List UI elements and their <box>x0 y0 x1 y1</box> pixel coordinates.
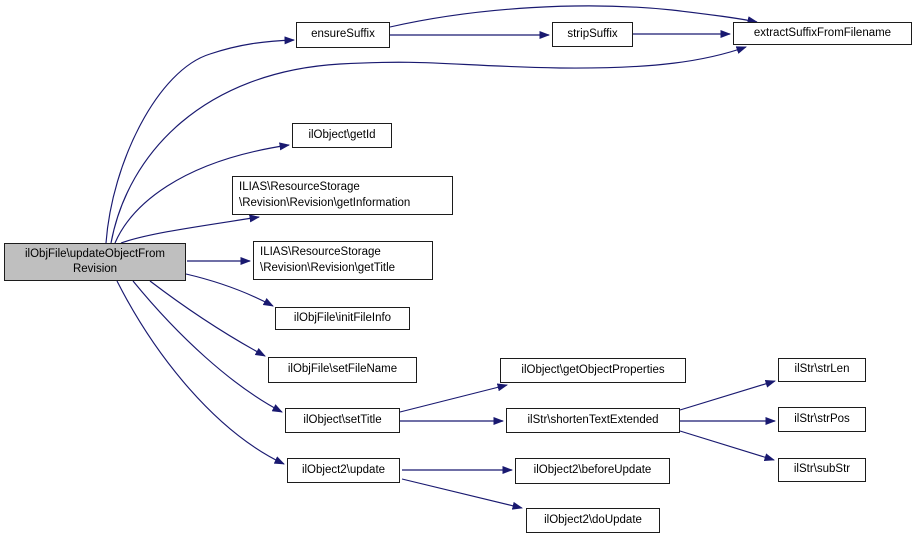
edge-update-object-from-revision-to-update <box>116 280 285 465</box>
node-label: ilObjFile\setFileName <box>287 363 398 376</box>
node-label: ilObject\setTitle <box>303 413 382 426</box>
node-before-update[interactable]: ilObject2\beforeUpdate <box>515 458 670 484</box>
node-set-file-name[interactable]: ilObjFile\setFileName <box>268 357 417 383</box>
edge-update-object-from-revision-to-init-file-info <box>185 273 274 307</box>
node-ensure-suffix[interactable]: ensureSuffix <box>296 22 390 48</box>
node-init-file-info[interactable]: ilObjFile\initFileInfo <box>275 307 410 330</box>
edge-shorten-text-extended-to-str-len <box>679 379 776 411</box>
node-label: ensureSuffix <box>311 28 375 41</box>
node-shorten-text-extended[interactable]: ilStr\shortenTextExtended <box>506 408 680 433</box>
node-label: ilObject\getId <box>308 128 376 141</box>
edge-update-object-from-revision-to-get-information <box>120 214 260 244</box>
node-label: ILIAS\ResourceStorage \Revision\Revision… <box>260 246 396 274</box>
node-label: extractSuffixFromFilename <box>753 26 892 39</box>
node-label: ilObject2\update <box>301 463 386 476</box>
node-get-id[interactable]: ilObject\getId <box>292 123 392 148</box>
edge-update-object-from-revision-to-extract-suffix-from-filename <box>110 46 747 244</box>
node-str-pos[interactable]: ilStr\strPos <box>778 407 866 432</box>
node-label: ILIAS\ResourceStorage \Revision\Revision… <box>239 181 411 209</box>
node-label: ilObject2\doUpdate <box>544 513 642 526</box>
node-sub-str[interactable]: ilStr\subStr <box>778 458 866 482</box>
node-set-title[interactable]: ilObject\setTitle <box>285 408 400 433</box>
node-label: ilStr\strPos <box>794 412 850 425</box>
node-extract-suffix-from-filename[interactable]: extractSuffixFromFilename <box>733 22 912 45</box>
node-get-information[interactable]: ILIAS\ResourceStorage \Revision\Revision… <box>232 176 453 215</box>
edge-update-to-do-update <box>401 478 523 510</box>
edge-update-object-from-revision-to-get-id <box>114 142 290 244</box>
node-label: stripSuffix <box>567 27 618 40</box>
node-strip-suffix[interactable]: stripSuffix <box>552 22 633 47</box>
node-label: ilStr\shortenTextExtended <box>527 413 659 426</box>
node-update-object-from-revision: ilObjFile\updateObjectFrom Revision <box>4 243 186 281</box>
node-label: ilObjFile\updateObjectFrom Revision <box>25 247 165 275</box>
edges-group <box>105 5 776 510</box>
edge-set-title-to-get-object-properties <box>399 383 508 413</box>
node-update[interactable]: ilObject2\update <box>287 458 400 483</box>
node-label: ilStr\strLen <box>794 363 850 376</box>
edge-update-object-from-revision-to-set-title <box>132 280 283 413</box>
edge-update-object-from-revision-to-set-file-name <box>149 280 266 357</box>
node-label: ilObject\getObjectProperties <box>521 363 665 376</box>
node-get-title[interactable]: ILIAS\ResourceStorage \Revision\Revision… <box>253 241 433 280</box>
node-do-update[interactable]: ilObject2\doUpdate <box>526 508 660 533</box>
node-label: ilStr\subStr <box>793 463 851 476</box>
node-label: ilObject2\beforeUpdate <box>533 464 652 477</box>
edge-ensure-suffix-to-extract-suffix-from-filename <box>389 5 758 28</box>
edge-update-object-from-revision-to-ensure-suffix <box>105 36 295 244</box>
node-get-object-properties[interactable]: ilObject\getObjectProperties <box>500 358 686 383</box>
node-str-len[interactable]: ilStr\strLen <box>778 358 866 382</box>
edge-shorten-text-extended-to-sub-str <box>679 430 775 462</box>
node-label: ilObjFile\initFileInfo <box>293 311 392 324</box>
